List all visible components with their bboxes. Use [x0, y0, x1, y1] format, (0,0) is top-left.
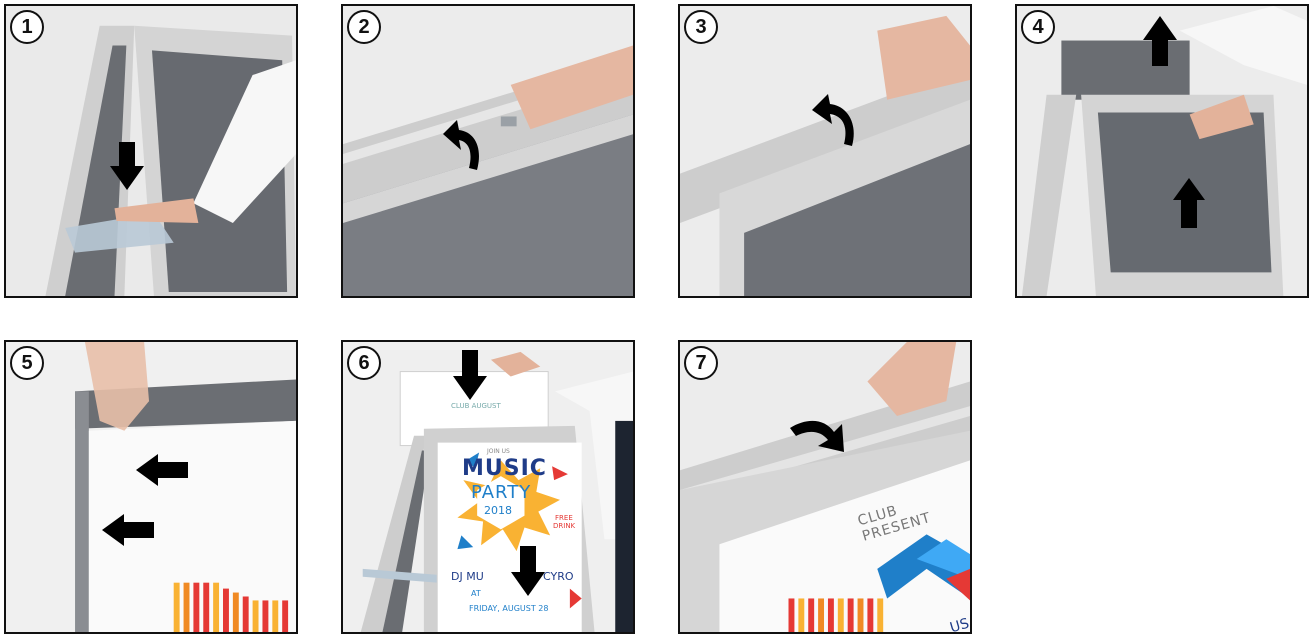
step-4-panel: 4	[1015, 4, 1309, 298]
step-7-illustration	[680, 342, 970, 632]
step-number-badge: 2	[347, 10, 381, 44]
step-number-badge: 4	[1021, 10, 1055, 44]
down-arrow-icon	[511, 546, 545, 596]
step-number-badge: 6	[347, 346, 381, 380]
step-7-panel: CLUB PRESENT US 7	[678, 340, 972, 634]
curved-arrow-icon	[435, 118, 485, 174]
step-number-badge: 7	[684, 346, 718, 380]
step-3-panel: 3	[678, 4, 972, 298]
curved-arrow-icon	[788, 416, 846, 456]
poster-headline: MUSIC	[462, 456, 547, 481]
curved-arrow-icon	[808, 92, 860, 150]
left-arrow-icon	[102, 514, 154, 546]
step-5-illustration	[6, 342, 296, 632]
poster-subheadline: PARTY	[471, 482, 531, 503]
step-number-badge: 3	[684, 10, 718, 44]
poster-dj2: CYRO	[543, 570, 574, 583]
step-1-illustration	[6, 6, 296, 296]
step-6-panel: CLUB AUGUST JOIN US MUSIC PARTY 2018 FRE…	[341, 340, 635, 634]
poster-year: 2018	[484, 504, 512, 517]
poster-free: FREE	[555, 514, 573, 522]
step-1-panel: 1	[4, 4, 298, 298]
poster-drink: DRINK	[553, 522, 575, 530]
poster-date: FRIDAY, AUGUST 28	[469, 604, 548, 613]
up-arrow-icon	[1173, 178, 1205, 228]
down-arrow-icon	[110, 142, 144, 190]
step-number-badge: 5	[10, 346, 44, 380]
step-number-badge: 1	[10, 10, 44, 44]
step-5-panel: 5	[4, 340, 298, 634]
up-arrow-icon	[1143, 16, 1177, 66]
poster-small-text: CLUB AUGUST	[451, 402, 501, 410]
poster-at: AT	[471, 589, 481, 598]
down-arrow-icon	[453, 350, 487, 400]
step-2-illustration	[343, 6, 633, 296]
left-arrow-icon	[136, 454, 188, 486]
step-3-illustration	[680, 6, 970, 296]
step-2-panel: 2	[341, 4, 635, 298]
poster-join-text: JOIN US	[487, 448, 510, 455]
poster-dj: DJ MU	[451, 570, 484, 583]
